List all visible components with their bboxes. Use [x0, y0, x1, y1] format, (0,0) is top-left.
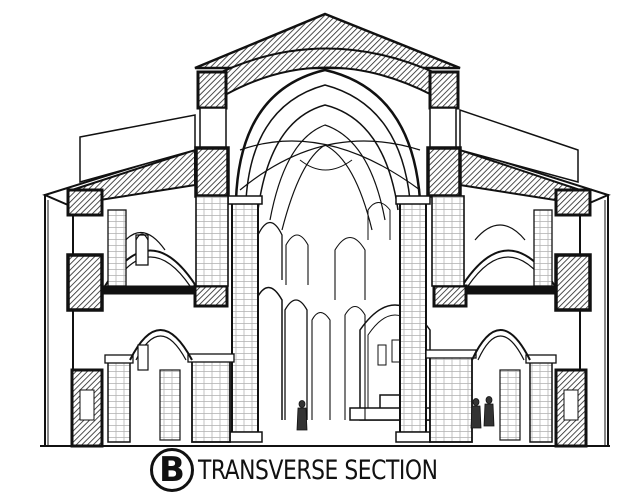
caption-letter: B: [159, 450, 185, 490]
nave-arcade-left: [255, 221, 331, 420]
nave-roof: [194, 12, 461, 97]
caption-label-circle: B: [150, 448, 194, 492]
clerestory-left: [194, 70, 230, 198]
clerestory-right: [426, 70, 462, 198]
nave-columns: [227, 195, 431, 443]
caption-title: TRANSVERSE SECTION: [198, 454, 438, 486]
lower-aisle-left: [70, 329, 235, 448]
right-gallery: [432, 188, 592, 312]
gallery-columns: [107, 195, 553, 287]
lower-aisle-right: [425, 329, 588, 448]
human-figures: [296, 396, 495, 431]
left-gallery: [66, 188, 229, 312]
nave-arcade-right: [334, 202, 391, 420]
nave-vault: [234, 68, 422, 231]
drawing-caption: B TRANSVERSE SECTION: [150, 446, 464, 494]
right-aisle-roof: [459, 108, 611, 207]
